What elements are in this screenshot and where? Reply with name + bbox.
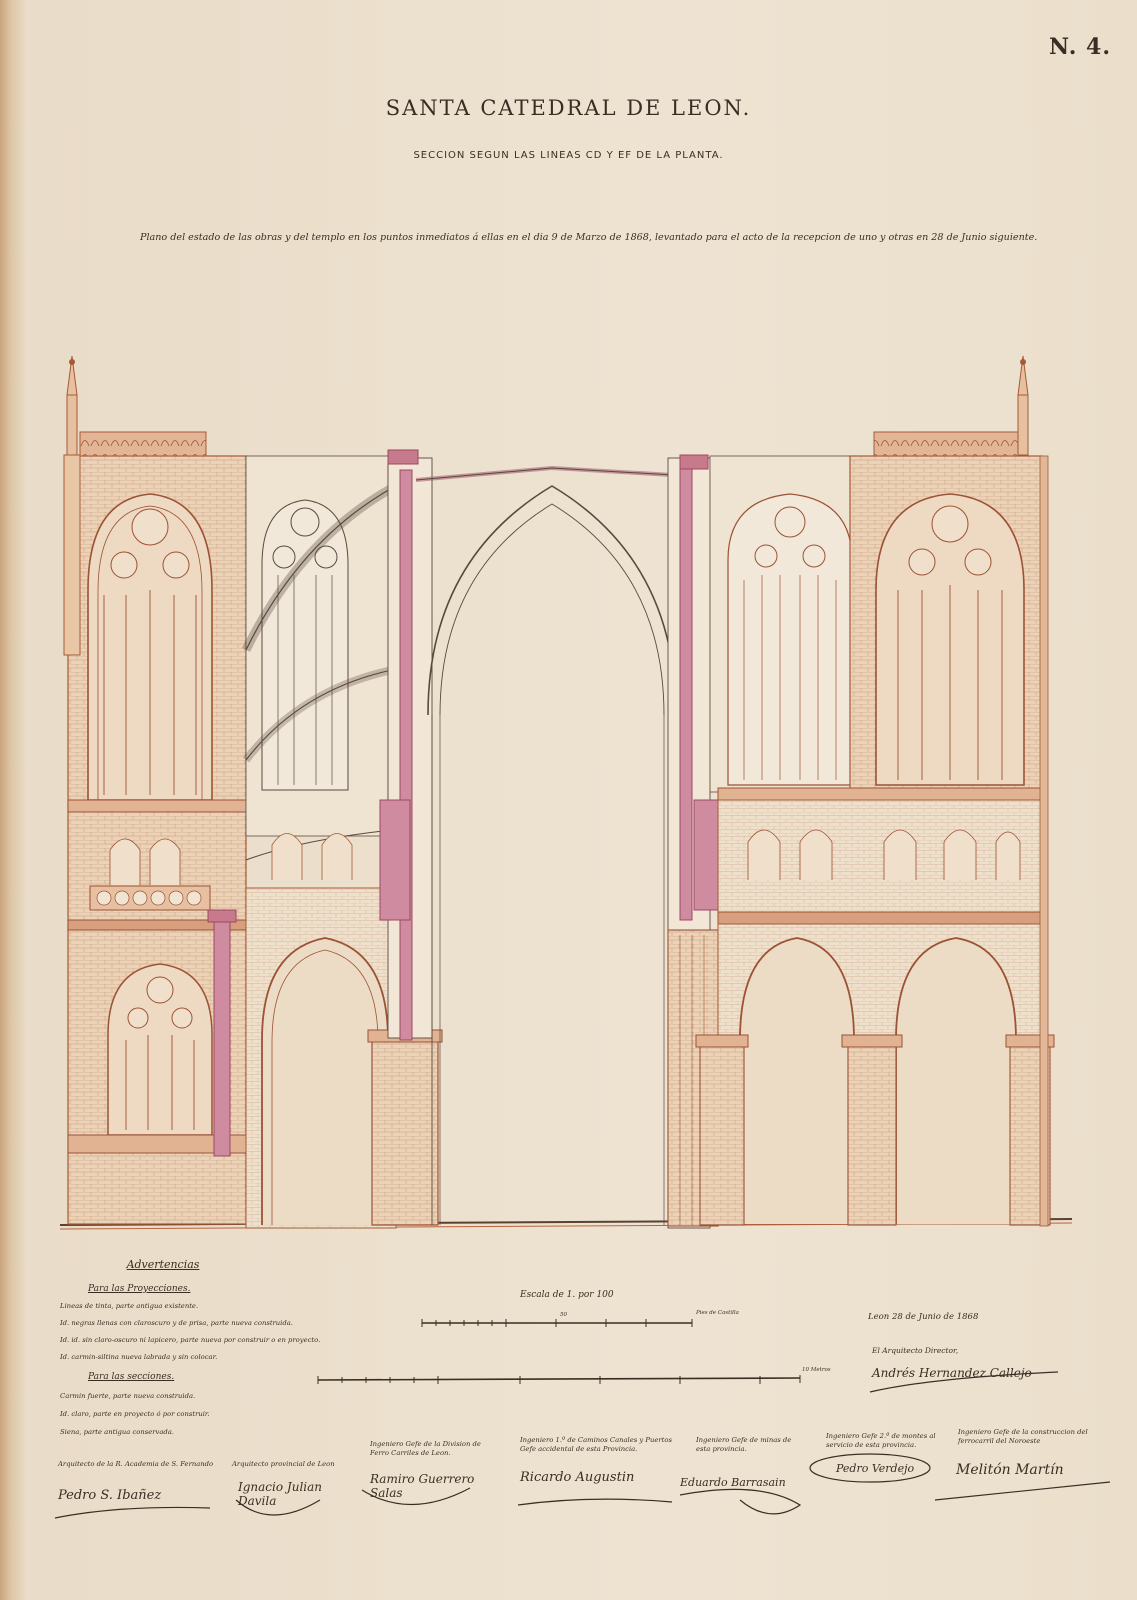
- signatory-caption: Ingeniero Gefe de la Division de Ferro C…: [370, 1440, 481, 1457]
- left-clerestory: [241, 455, 397, 1229]
- legend-line: Id. claro, parte en proyecto ó por const…: [60, 1410, 210, 1418]
- signatory-signature: Ramiro Guerrero Salas: [370, 1472, 475, 1500]
- signatory-caption: Arquitecto de la R. Academia de S. Ferna…: [58, 1460, 214, 1468]
- scale-upper-label: Pies de Castilla: [696, 1310, 739, 1316]
- left-aisle-tower: [63, 355, 247, 1225]
- right-triforium: [717, 787, 1043, 925]
- right-aisle-tower: [849, 355, 1043, 793]
- signatory-caption: Arquitecto provincial de Leon: [232, 1460, 335, 1468]
- date-line: Leon 28 de Junio de 1868: [868, 1312, 979, 1322]
- signatory-caption: Ingeniero Gefe de la construccion del fe…: [958, 1428, 1088, 1445]
- plano-note: Plano del estado de las obras y del temp…: [140, 232, 1038, 243]
- signatory-signature: Pedro S. Ibañez: [58, 1488, 162, 1503]
- legend-line: Siena, parte antigua conservada.: [60, 1428, 174, 1436]
- legend-line: Lineas de tinta, parte antigua existente…: [60, 1302, 199, 1310]
- signatory-signature: Pedro Verdejo: [836, 1462, 915, 1475]
- right-aisle-arcade: [695, 923, 1055, 1226]
- proyecciones-heading: Para las Proyecciones.: [88, 1284, 191, 1294]
- director-signature: Andrés Hernandez Callejo: [872, 1366, 1032, 1380]
- left-new-column: [213, 917, 231, 1157]
- scale-title: Escala de 1. por 100: [520, 1290, 614, 1300]
- signatory-signature: Ignacio Julian Davila: [238, 1480, 322, 1508]
- right-nave-pier: [667, 454, 725, 1229]
- left-nave-pier: [367, 449, 443, 1226]
- scale-upper-mark: 50: [560, 1312, 567, 1318]
- legend-line: Carmin fuerte, parte nueva construida.: [60, 1392, 196, 1400]
- drawing-title: SANTA CATEDRAL DE LEON.: [385, 96, 752, 120]
- legend-line: Id. negras llenas con claroscuro y de pr…: [60, 1319, 293, 1327]
- signatory-signature: Eduardo Barrasain: [680, 1476, 786, 1489]
- central-nave: [415, 465, 691, 1225]
- legend-line: Id. carmin-siltina nueva labrada y sin c…: [60, 1353, 218, 1361]
- scale-lower-label: 10 Metros: [802, 1367, 831, 1373]
- signatory-caption: Ingeniero Gefe 2.º de montes al servicio…: [826, 1432, 936, 1449]
- advertencias-title: Advertencias: [126, 1258, 200, 1271]
- scale-bar-lower: [317, 1375, 801, 1384]
- drawing-subtitle: SECCION SEGUN LAS LINEAS CD Y EF DE LA P…: [413, 150, 724, 161]
- director-role: El Arquitecto Director,: [872, 1346, 959, 1355]
- signatory-caption: Ingeniero 1.º de Caminos Canales y Puert…: [520, 1436, 672, 1453]
- secciones-heading: Para las secciones.: [88, 1372, 175, 1382]
- scale-bar-upper: [421, 1319, 693, 1327]
- signatory-signature: Melitón Martín: [956, 1462, 1064, 1478]
- right-clerestory: [709, 455, 853, 793]
- legend-line: Id. id. sin claro-oscuro ni lapicero, pa…: [60, 1336, 321, 1344]
- signatory-caption: Ingeniero Gefe de minas de esta provinci…: [696, 1436, 792, 1453]
- sheet-number: N. 4.: [1049, 34, 1111, 60]
- signatory-signature: Ricardo Augustin: [520, 1470, 635, 1485]
